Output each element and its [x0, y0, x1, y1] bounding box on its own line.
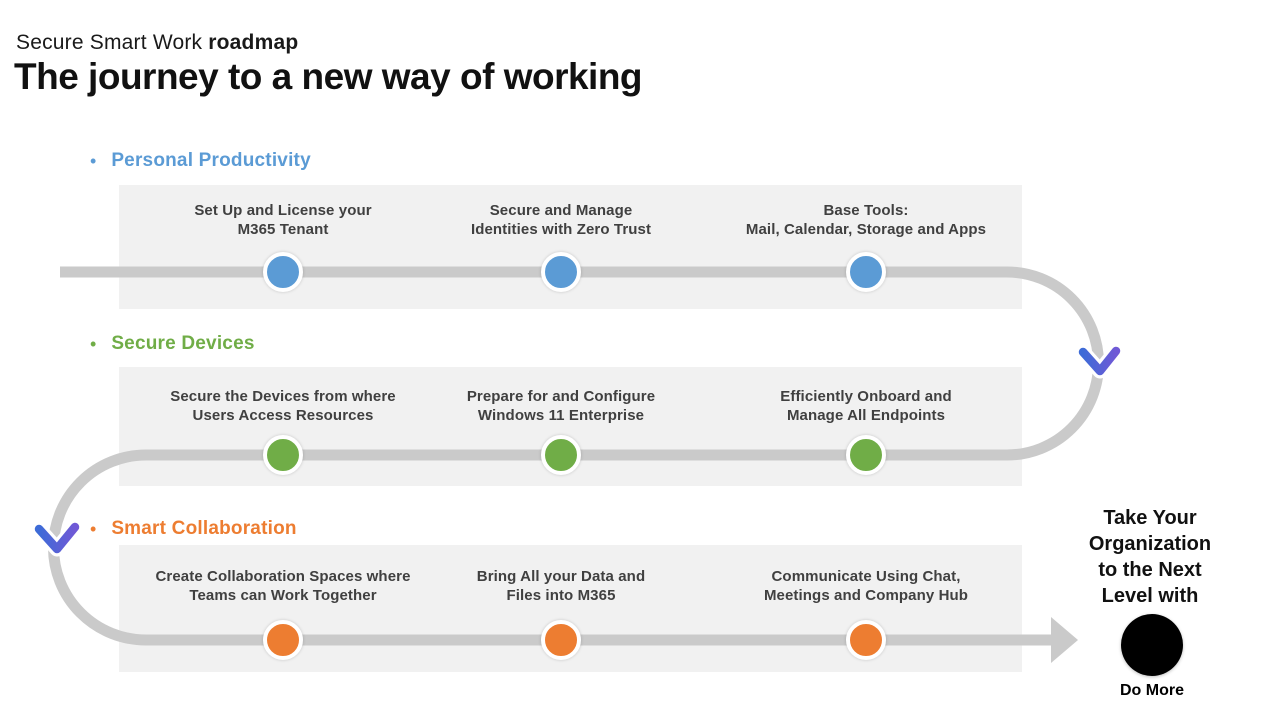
- milestone-node: [263, 252, 303, 292]
- do-more-label: Do More: [1120, 682, 1184, 699]
- milestone-node: [541, 435, 581, 475]
- down-chevron-halo-right: [1075, 343, 1124, 379]
- down-chevron-halo-left: [31, 519, 83, 557]
- milestone-label: Bring All your Data and Files into M365: [476, 568, 646, 604]
- section-label: Secure Devices: [111, 333, 255, 354]
- milestone-node: [846, 252, 886, 292]
- milestone-node: [263, 620, 303, 660]
- section-label: Smart Collaboration: [111, 518, 297, 539]
- milestone-label: Communicate Using Chat, Meetings and Com…: [763, 568, 969, 604]
- milestone-node: [541, 620, 581, 660]
- bullet-icon: •: [90, 151, 97, 171]
- milestone-label: Efficiently Onboard and Manage All Endpo…: [780, 388, 952, 424]
- milestone-label: Set Up and License your M365 Tenant: [194, 202, 372, 238]
- section-header-secure-devices: • Secure Devices: [90, 333, 255, 355]
- milestone-node: [846, 435, 886, 475]
- outcome-text: Take Your Organization to the Next Level…: [1088, 507, 1212, 607]
- milestone-label: Secure the Devices from where Users Acce…: [170, 388, 396, 424]
- down-chevron-icon-left: [34, 522, 80, 554]
- kicker-bold-text: roadmap: [208, 31, 299, 54]
- slide-kicker: Secure Smart Work roadmap: [16, 31, 298, 55]
- bullet-icon: •: [90, 519, 97, 539]
- milestone-node: [541, 252, 581, 292]
- bullet-icon: •: [90, 334, 97, 354]
- section-label: Personal Productivity: [111, 150, 311, 171]
- milestone-node: [263, 435, 303, 475]
- kicker-regular-text: Secure Smart Work: [16, 31, 209, 54]
- milestone-label: Secure and Manage Identities with Zero T…: [470, 202, 652, 238]
- path-arrowhead: [1051, 617, 1078, 663]
- milestone-label: Prepare for and Configure Windows 11 Ent…: [466, 388, 656, 424]
- down-chevron-icon-right: [1078, 346, 1121, 376]
- section-header-smart-collaboration: • Smart Collaboration: [90, 518, 297, 540]
- do-more-badge: [1121, 614, 1183, 676]
- section-header-personal-productivity: • Personal Productivity: [90, 150, 311, 172]
- milestone-node: [846, 620, 886, 660]
- milestone-label: Base Tools: Mail, Calendar, Storage and …: [745, 202, 987, 238]
- milestone-label: Create Collaboration Spaces where Teams …: [155, 568, 411, 604]
- page-title: The journey to a new way of working: [14, 56, 643, 97]
